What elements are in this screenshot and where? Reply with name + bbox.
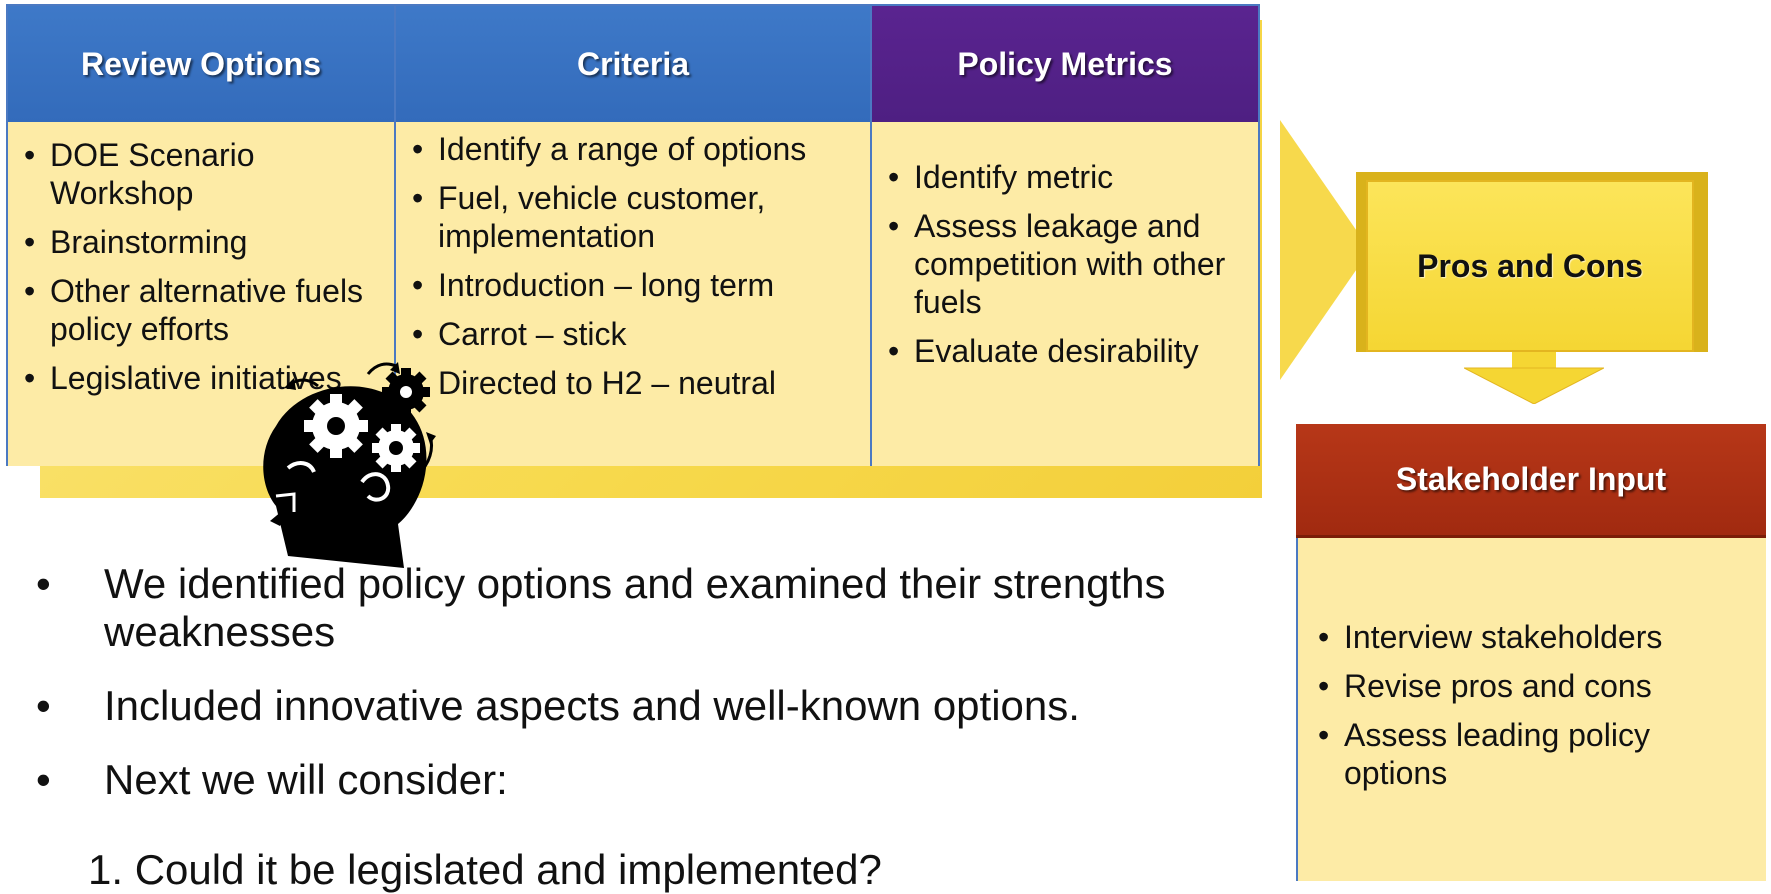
process-table: Review Options DOE Scenario Workshop Bra… — [6, 4, 1260, 466]
bullet-item: • Next we will consider: — [36, 756, 1276, 804]
numbered-item-number: 1. — [88, 846, 124, 893]
list-item: Identify metric — [888, 158, 1248, 196]
column-body: Identify a range of options Fuel, vehicl… — [396, 122, 870, 466]
list-item: Introduction – long term — [412, 266, 860, 304]
list-item: Carrot – stick — [412, 315, 860, 353]
bullet-text: We identified policy options and examine… — [104, 560, 1166, 655]
column-title: Criteria — [396, 6, 870, 122]
stakeholder-input-body: Interview stakeholders Revise pros and c… — [1296, 538, 1766, 881]
column-review-options: Review Options DOE Scenario Workshop Bra… — [6, 4, 396, 466]
thinking-head-gears-icon — [263, 362, 436, 568]
bullet-item: • Included innovative aspects and well-k… — [36, 682, 1276, 730]
list-item: Assess leading policy options — [1318, 716, 1756, 792]
list-item: Other alternative fuels policy efforts — [24, 272, 384, 348]
list-item: Evaluate desirability — [888, 332, 1248, 370]
bullet-text: Next we will consider: — [104, 756, 508, 803]
bullet-dot: • — [36, 682, 51, 729]
list-item: DOE Scenario Workshop — [24, 136, 384, 212]
list-item: Directed to H2 – neutral — [412, 364, 860, 402]
list-item: Fuel, vehicle customer, implementation — [412, 179, 860, 255]
list-item: Legislative initiatives — [24, 359, 384, 397]
down-arrow-icon — [1464, 352, 1604, 404]
column-body: DOE Scenario Workshop Brainstorming Othe… — [8, 122, 394, 466]
column-criteria: Criteria Identify a range of options Fue… — [394, 4, 872, 466]
numbered-item: 1. Could it be legislated and implemente… — [88, 846, 882, 894]
bullet-text: Included innovative aspects and well-kno… — [104, 682, 1080, 729]
bullet-item: • We identified policy options and exami… — [36, 560, 1276, 656]
list-item: Assess leakage and competition with othe… — [888, 207, 1248, 321]
list-item: Interview stakeholders — [1318, 618, 1756, 656]
numbered-item-text: Could it be legislated and implemented? — [134, 846, 882, 893]
column-title: Review Options — [8, 6, 394, 122]
list-item: Revise pros and cons — [1318, 667, 1756, 705]
stakeholder-input-header: Stakeholder Input — [1296, 424, 1766, 538]
list-item: Identify a range of options — [412, 130, 860, 168]
right-arrow-icon — [1280, 120, 1370, 380]
column-policy-metrics: Policy Metrics Identify metric Assess le… — [870, 4, 1260, 466]
bullet-dot: • — [36, 756, 51, 803]
column-title: Policy Metrics — [872, 6, 1258, 122]
summary-bullets: • We identified policy options and exami… — [36, 560, 1276, 830]
pros-cons-box: Pros and Cons — [1366, 180, 1694, 352]
bullet-dot: • — [36, 560, 51, 607]
list-item: Brainstorming — [24, 223, 384, 261]
column-body: Identify metric Assess leakage and compe… — [872, 122, 1258, 466]
